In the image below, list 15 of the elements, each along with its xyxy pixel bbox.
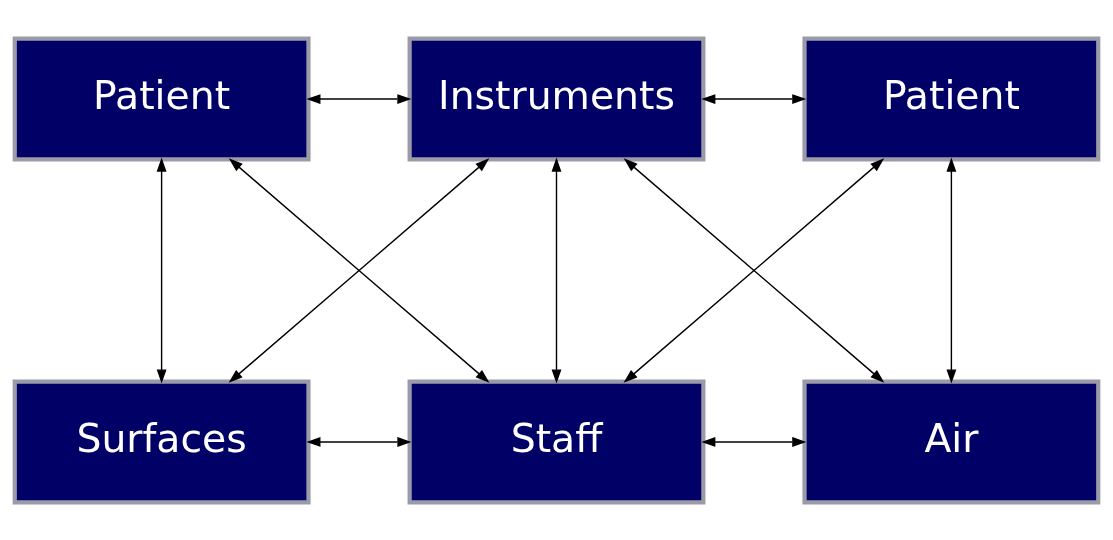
arrow: [156, 157, 167, 384]
node-box: Patient: [12, 36, 311, 162]
arrow: [306, 436, 412, 447]
arrow: [701, 93, 807, 104]
node-box: Air: [802, 378, 1101, 504]
arrow: [551, 157, 562, 384]
node-box: Surfaces: [12, 378, 311, 504]
arrow: [623, 157, 885, 383]
node-box: Instruments: [407, 36, 706, 162]
arrow: [946, 157, 957, 384]
arrow: [228, 157, 490, 383]
node-box: Patient: [802, 36, 1101, 162]
node-box: Staff: [407, 378, 706, 504]
arrow: [701, 436, 807, 447]
arrow: [306, 93, 412, 104]
